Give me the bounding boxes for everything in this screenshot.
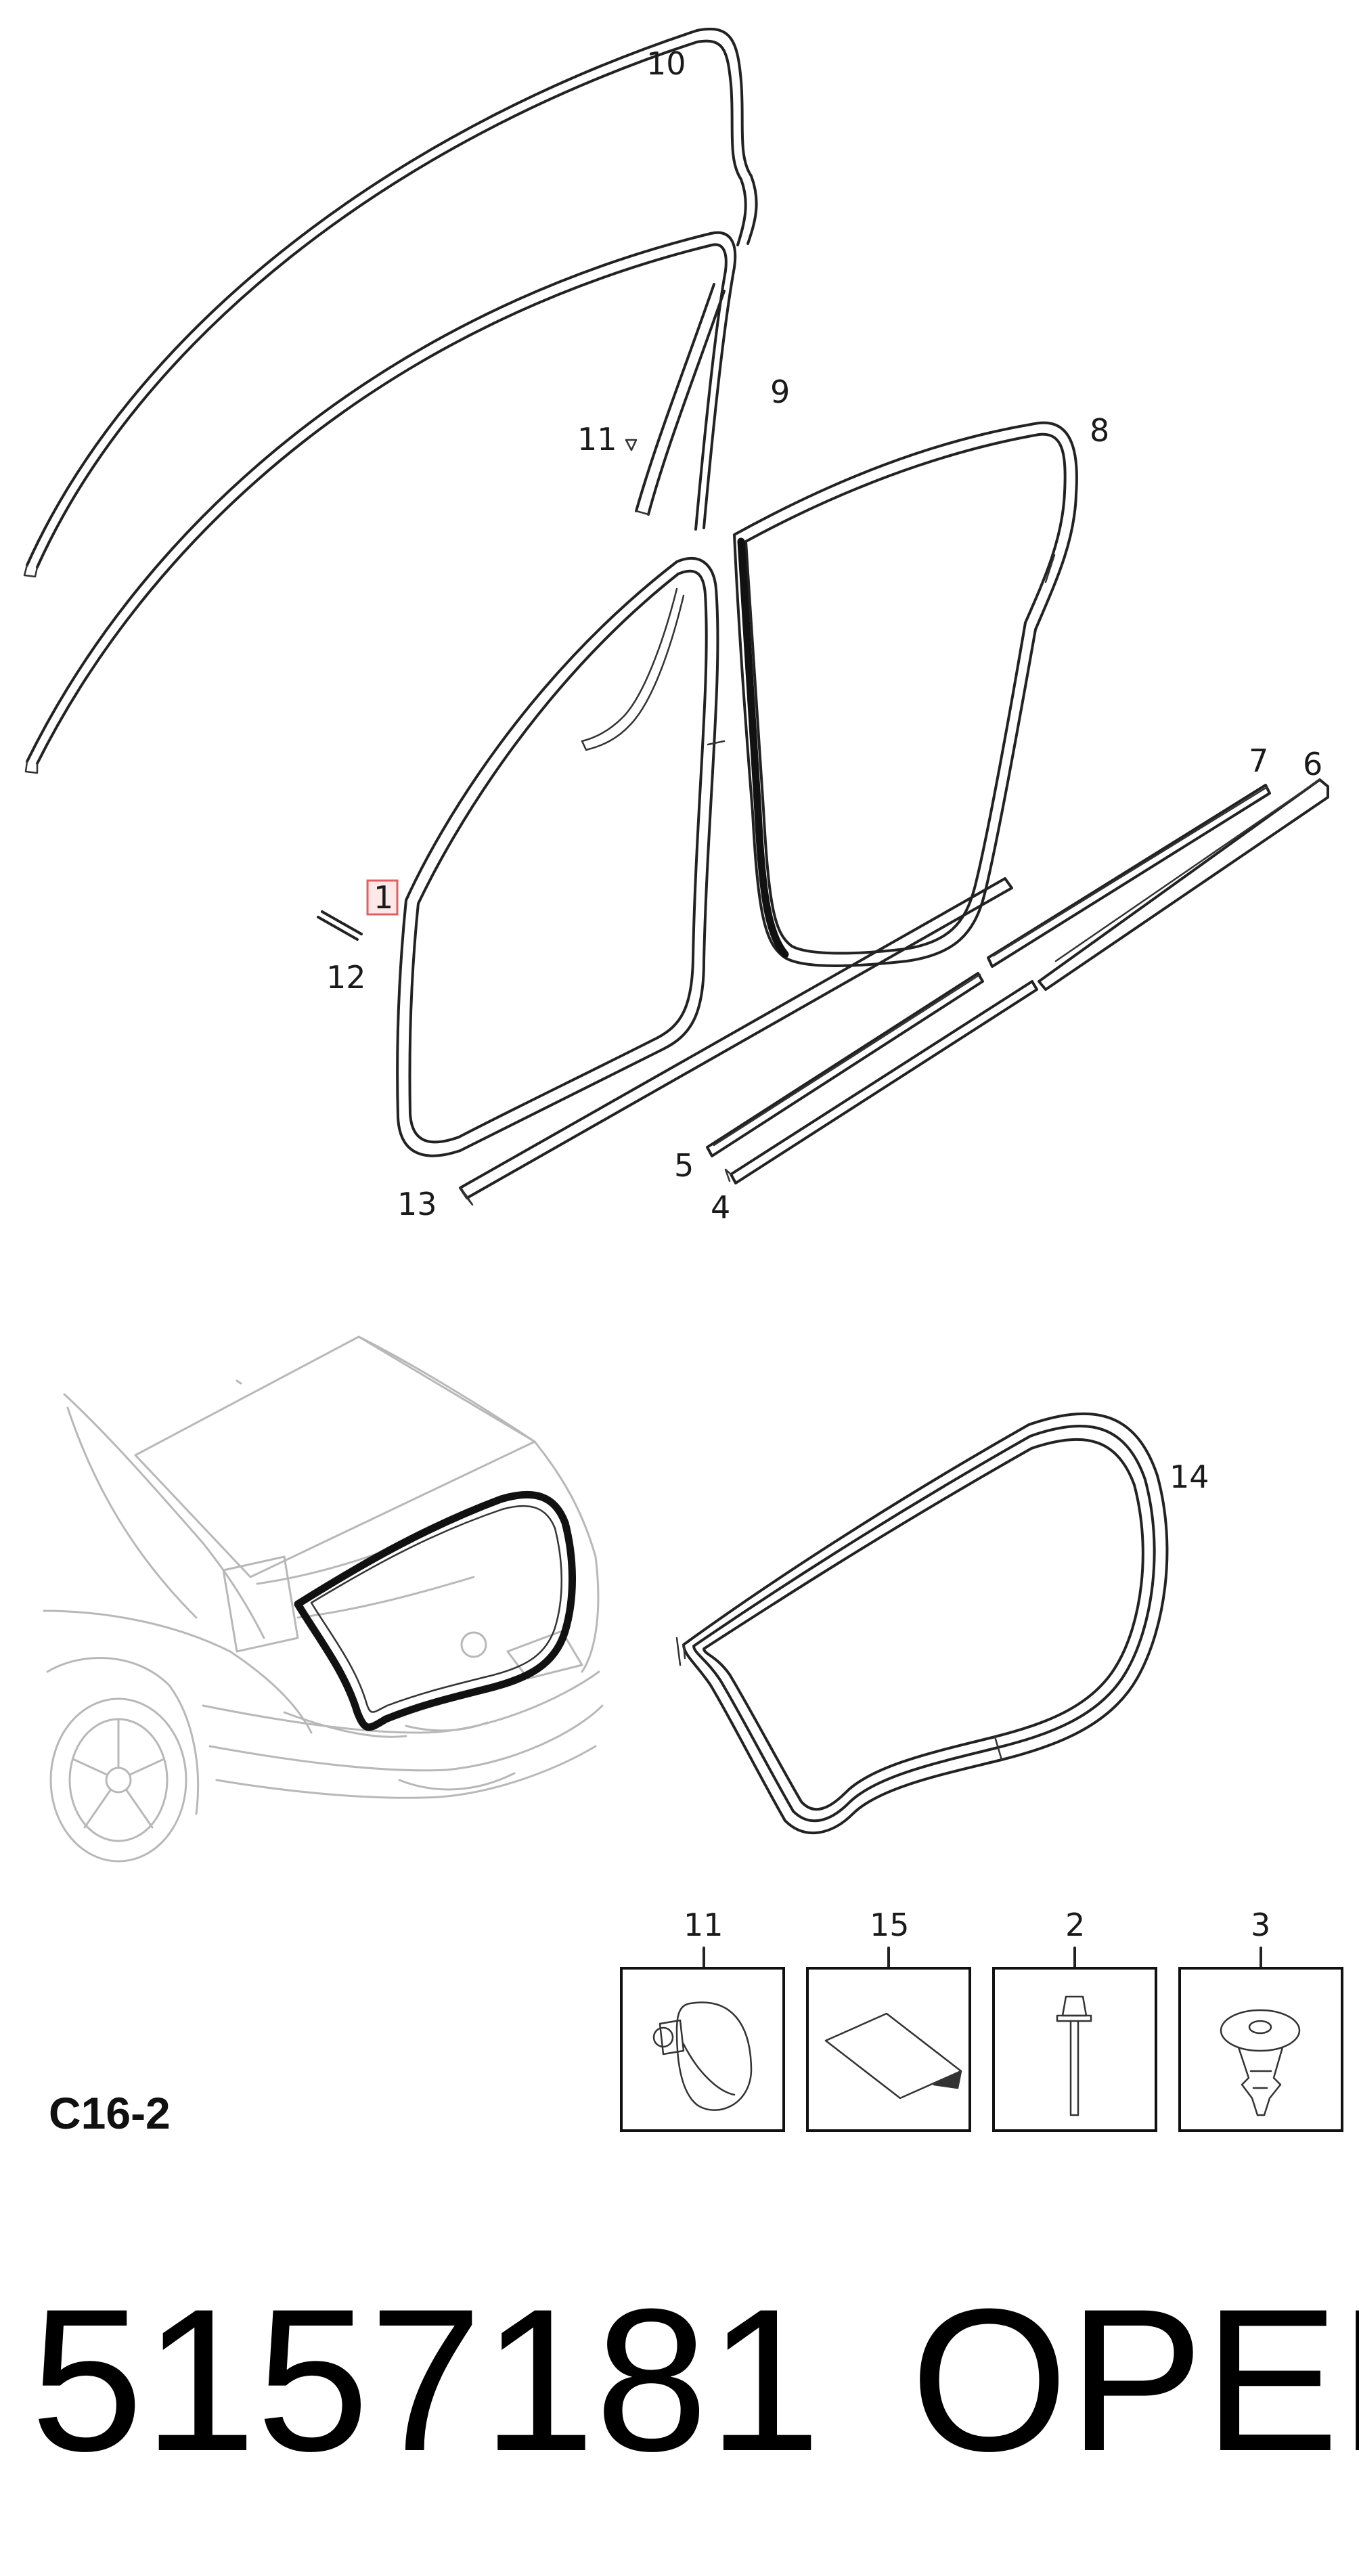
part-4-lower-strip [724, 980, 1038, 1184]
detail-box-11 [620, 1947, 785, 2132]
part-14-trunk-seal [675, 1412, 1169, 1835]
detail-box-2 [992, 1947, 1157, 2132]
callout-14: 14 [1169, 1459, 1209, 1495]
part-12-pin [317, 910, 363, 941]
part-5-trim-strip [706, 972, 984, 1157]
callout-11-box: 11 [684, 1907, 723, 1943]
part-6-outer-strip [1038, 778, 1329, 991]
part-11-clip-small [625, 439, 638, 451]
trunk-seal-on-car [294, 1491, 576, 1731]
callout-1: 1 [374, 879, 393, 916]
callout-6: 6 [1303, 746, 1322, 782]
car-rear-outline [43, 1335, 604, 1863]
section-code: C16-2 [49, 2088, 171, 2138]
part-1-front-door-seal [396, 557, 726, 1157]
detail-box-15 [806, 1947, 971, 2132]
callout-12: 12 [326, 959, 366, 996]
part-13-sill-strip [459, 877, 1013, 1206]
callout-2: 2 [1065, 1907, 1085, 1943]
callout-8: 8 [1090, 412, 1109, 449]
callout-10: 10 [646, 45, 686, 82]
callout-5: 5 [674, 1147, 694, 1184]
part-8-rear-door-seal [733, 421, 1078, 967]
callout-11-top: 11 [577, 421, 617, 458]
callout-7: 7 [1249, 742, 1268, 779]
part-10-roof-seal [23, 27, 758, 578]
callout-4: 4 [711, 1189, 730, 1226]
detail-box-3 [1178, 1947, 1343, 2132]
brand-name: OPEL [910, 2266, 1359, 2493]
callout-9: 9 [770, 374, 790, 410]
callout-15: 15 [870, 1907, 910, 1943]
part-7-trim-strip [987, 784, 1271, 968]
callouts: 10 9 11 8 7 6 1 12 5 13 4 14 11 15 2 3 [326, 45, 1322, 1943]
part-number: 5157181 [30, 2266, 821, 2493]
callout-13: 13 [397, 1186, 437, 1222]
callout-3: 3 [1251, 1907, 1270, 1943]
callout-1-highlight [366, 879, 399, 916]
part-9-frame-seal [24, 231, 737, 774]
